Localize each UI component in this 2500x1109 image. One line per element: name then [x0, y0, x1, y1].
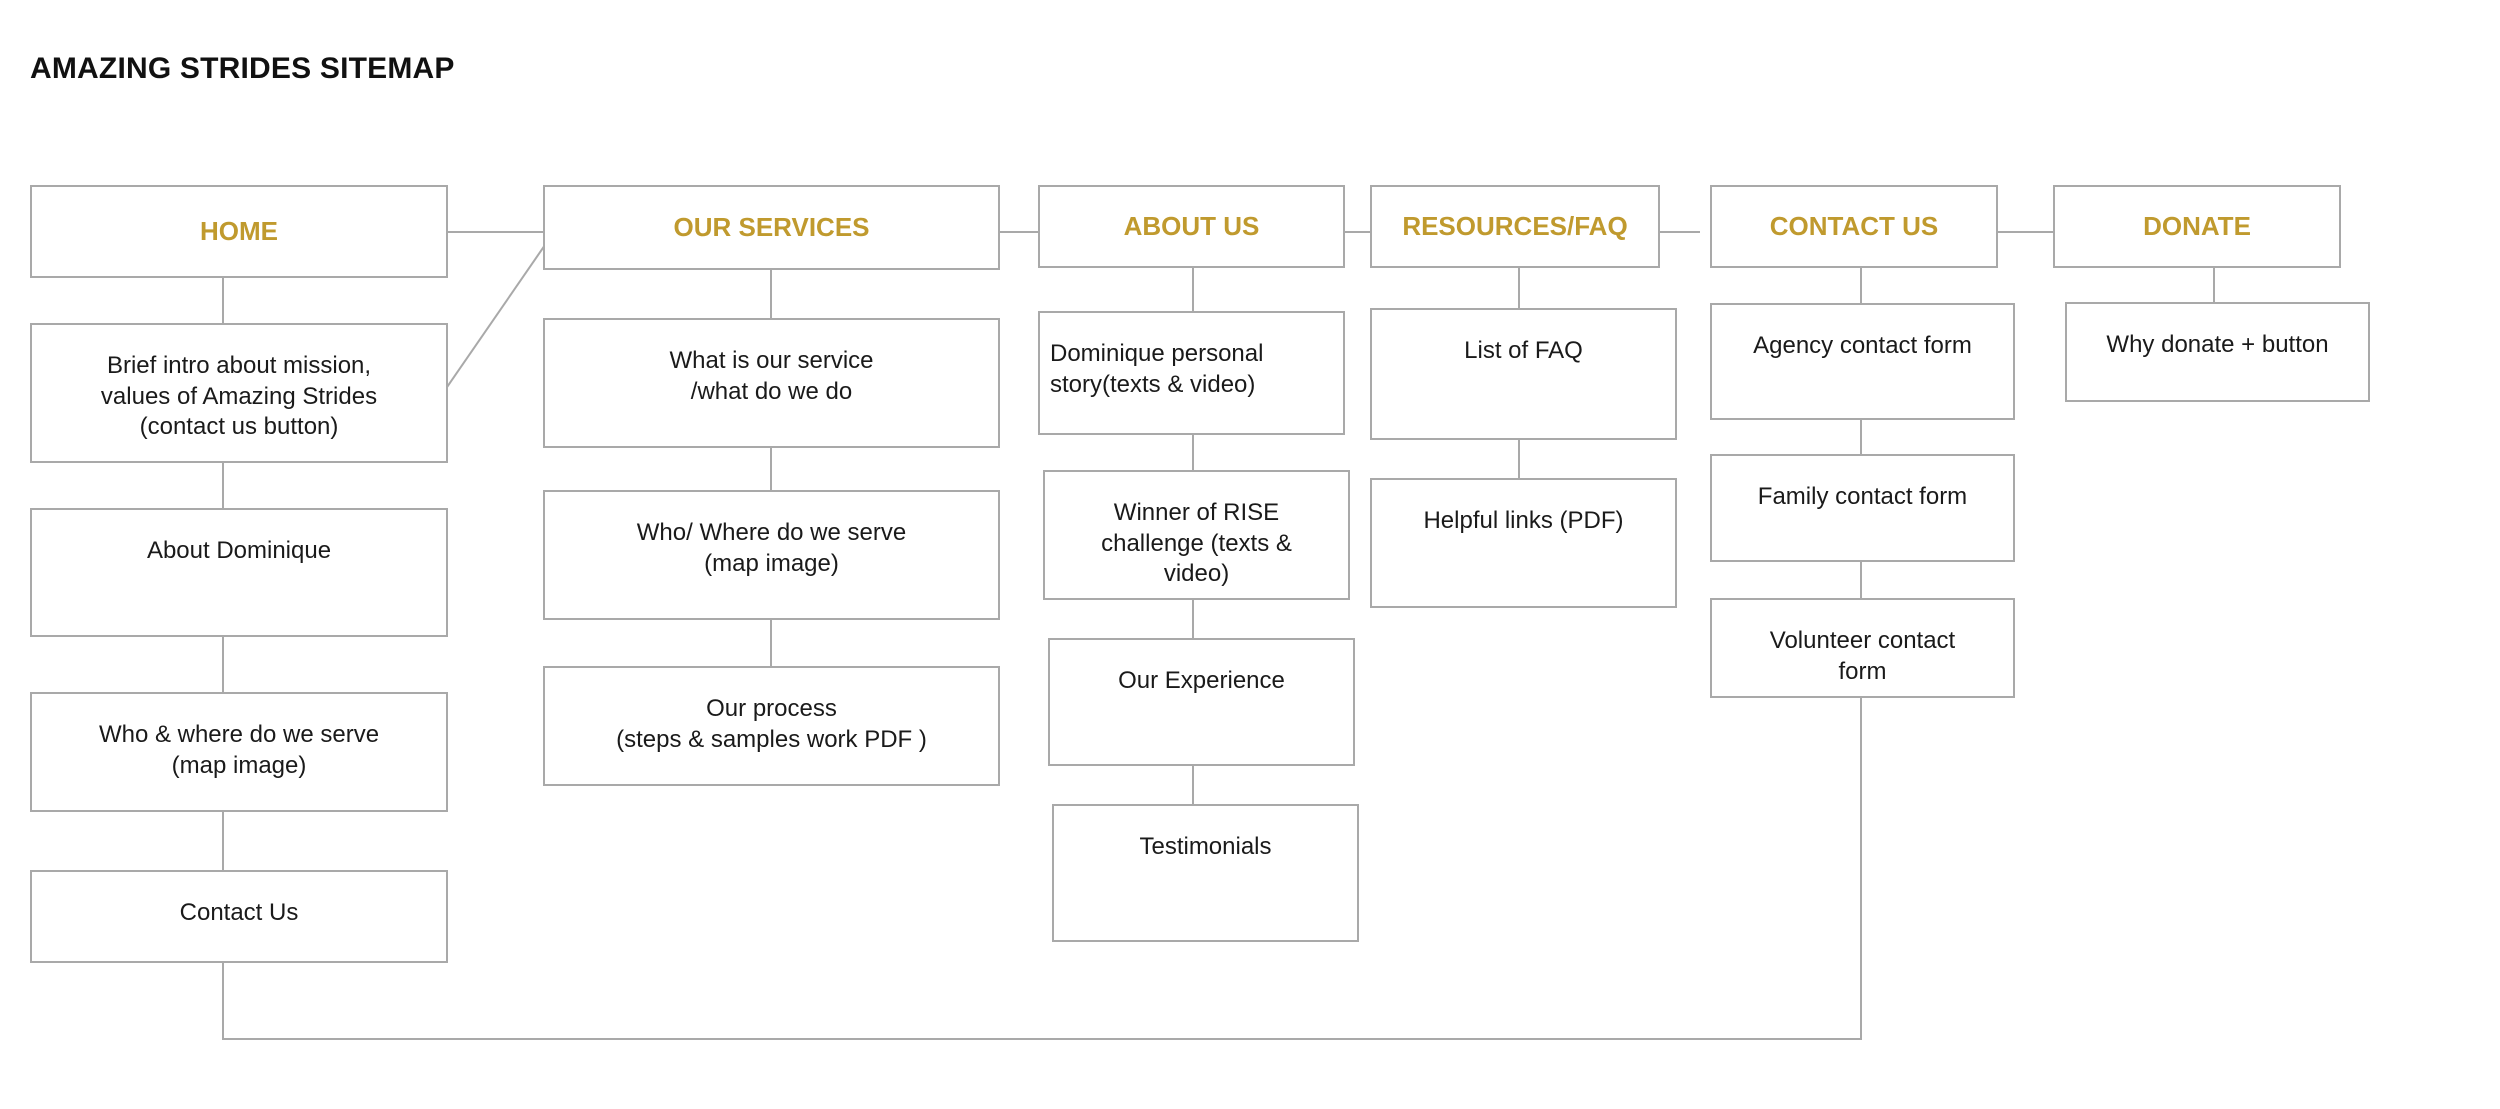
connector-home-spine-2 [222, 463, 224, 508]
node-donate-why-donate[interactable]: Why donate + button [2065, 302, 2370, 402]
node-header-our-services[interactable]: OUR SERVICES [543, 185, 1000, 270]
node-label: OUR SERVICES [673, 211, 870, 242]
connector-services-spine-2 [770, 448, 772, 490]
connector-contact-to-donate [1996, 231, 2053, 233]
node-label: Family contact form [1757, 483, 1968, 510]
node-label: CONTACT US [1769, 210, 1939, 241]
node-about-testimonials[interactable]: Testimonials [1052, 804, 1359, 942]
connector-about-spine-3 [1192, 600, 1194, 638]
connector-about-spine-1 [1192, 268, 1194, 311]
connector-services-spine-3 [770, 620, 772, 666]
node-services-what-is-our-service[interactable]: What is our service /what do we do [543, 318, 1000, 448]
connector-home-spine-1 [222, 278, 224, 323]
node-label: Our Experience [1118, 667, 1285, 694]
node-label: Helpful links (PDF) [1423, 507, 1624, 534]
node-about-rise-challenge[interactable]: Winner of RISE challenge (texts & video) [1043, 470, 1350, 600]
node-label: RESOURCES/FAQ [1402, 210, 1628, 241]
node-label: Who & where do we serve (map image) [98, 721, 380, 779]
node-about-our-experience[interactable]: Our Experience [1048, 638, 1355, 766]
node-label: Who/ Where do we serve (map image) [636, 519, 907, 577]
node-label: Why donate + button [2106, 331, 2329, 358]
connector-home-spine-4 [222, 812, 224, 870]
node-header-donate[interactable]: DONATE [2053, 185, 2341, 268]
node-label: List of FAQ [1464, 337, 1583, 364]
node-header-home[interactable]: HOME [30, 185, 448, 278]
connector-resources-spine-1 [1518, 268, 1520, 308]
page-title: AMAZING STRIDES SITEMAP [30, 52, 455, 85]
node-home-about-dominique[interactable]: About Dominique [30, 508, 448, 637]
node-label: Winner of RISE challenge (texts & video) [1101, 499, 1292, 588]
node-label: Agency contact form [1753, 332, 1972, 359]
node-header-contact-us[interactable]: CONTACT US [1710, 185, 1998, 268]
connector-resources-spine-2 [1518, 440, 1520, 478]
node-label: Contact Us [179, 899, 299, 926]
connector-contact-spine-3 [1860, 562, 1862, 598]
connector-contact-spine-2 [1860, 420, 1862, 454]
connector-donate-spine-1 [2213, 268, 2215, 302]
connector-about-spine-4 [1192, 766, 1194, 804]
node-label: Dominique personal story(texts & video) [1050, 340, 1264, 398]
connector-about-spine-2 [1192, 435, 1194, 470]
node-home-who-where-serve[interactable]: Who & where do we serve (map image) [30, 692, 448, 812]
node-home-brief-intro[interactable]: Brief intro about mission, values of Ama… [30, 323, 448, 463]
connector-home-spine-3 [222, 637, 224, 692]
node-label: DONATE [2143, 210, 2251, 241]
node-label: Our process (steps & samples work PDF ) [616, 695, 927, 753]
node-label: HOME [200, 215, 278, 246]
node-header-about-us[interactable]: ABOUT US [1038, 185, 1345, 268]
node-home-contact-us[interactable]: Contact Us [30, 870, 448, 963]
connector-bottom-rail [222, 1038, 1862, 1040]
node-label: Volunteer contact form [1769, 627, 1956, 685]
node-header-resources-faq[interactable]: RESOURCES/FAQ [1370, 185, 1660, 268]
connector-about-to-resources [1345, 231, 1370, 233]
node-label: Brief intro about mission, values of Ama… [100, 352, 378, 441]
connector-services-spine-1 [770, 270, 772, 318]
node-services-who-where-serve[interactable]: Who/ Where do we serve (map image) [543, 490, 1000, 620]
connector-services-to-about [1000, 231, 1038, 233]
node-contact-volunteer-form[interactable]: Volunteer contact form [1710, 598, 2015, 698]
node-resources-helpful-links[interactable]: Helpful links (PDF) [1370, 478, 1677, 608]
node-services-our-process[interactable]: Our process (steps & samples work PDF ) [543, 666, 1000, 786]
connector-resources-to-contact [1660, 231, 1700, 233]
node-label: What is our service /what do we do [669, 347, 874, 405]
connector-diagonal-intro-to-services [444, 244, 546, 391]
node-label: ABOUT US [1123, 210, 1260, 241]
node-label: About Dominique [146, 537, 332, 564]
node-label: Testimonials [1139, 833, 1272, 860]
connector-contact-spine-1 [1860, 268, 1862, 303]
node-contact-agency-form[interactable]: Agency contact form [1710, 303, 2015, 420]
node-about-dominique-story[interactable]: Dominique personal story(texts & video) [1038, 311, 1345, 435]
connector-volunteer-riser [1860, 662, 1862, 1040]
node-resources-list-of-faq[interactable]: List of FAQ [1370, 308, 1677, 440]
connector-contactus-dropdown [222, 963, 224, 1040]
node-contact-family-form[interactable]: Family contact form [1710, 454, 2015, 562]
